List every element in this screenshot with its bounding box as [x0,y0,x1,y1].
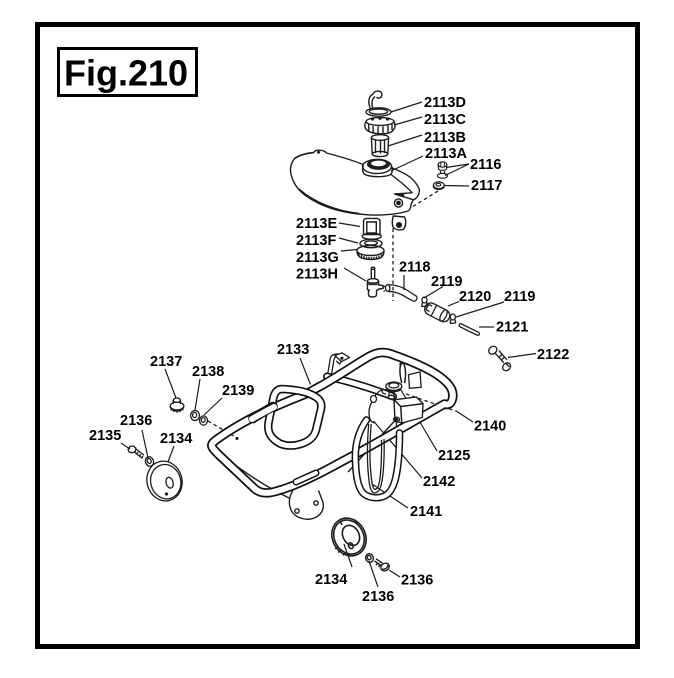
svg-text:2116: 2116 [470,157,501,173]
svg-text:2139: 2139 [222,383,254,399]
svg-text:2119: 2119 [431,274,462,290]
svg-text:2141: 2141 [410,504,442,520]
svg-text:2137: 2137 [150,354,182,370]
svg-text:2119: 2119 [504,289,535,305]
svg-text:2113F: 2113F [296,233,336,249]
svg-text:2113E: 2113E [296,216,337,232]
svg-text:2113G: 2113G [296,250,339,266]
svg-text:2138: 2138 [192,364,224,380]
svg-text:2136: 2136 [401,573,433,589]
svg-text:2136: 2136 [120,413,152,429]
svg-text:2135: 2135 [89,428,121,444]
svg-text:2136: 2136 [362,589,394,605]
svg-text:2140: 2140 [474,419,506,435]
svg-text:2134: 2134 [315,572,347,588]
svg-text:Fig.210: Fig.210 [64,53,188,94]
svg-text:2142: 2142 [423,474,455,490]
svg-text:2118: 2118 [399,260,430,276]
svg-text:2113H: 2113H [296,267,338,283]
svg-text:2113A: 2113A [425,146,467,162]
svg-text:2125: 2125 [438,448,470,464]
svg-text:2122: 2122 [537,347,569,363]
svg-text:2113D: 2113D [424,95,466,111]
svg-text:2113B: 2113B [424,130,466,146]
svg-text:2134: 2134 [160,431,192,447]
svg-text:2117: 2117 [471,178,502,194]
svg-text:2121: 2121 [496,320,528,336]
svg-text:2113C: 2113C [424,112,466,128]
svg-text:2133: 2133 [277,342,309,358]
svg-text:2120: 2120 [459,289,491,305]
